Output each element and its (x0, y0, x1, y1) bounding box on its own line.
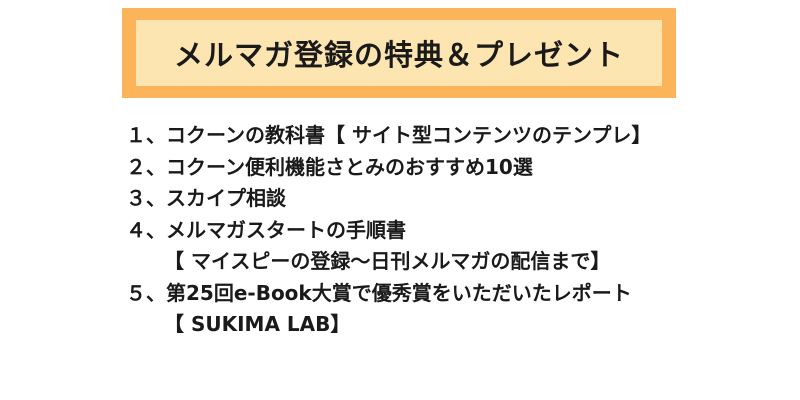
list-item-4: ４、メルマガスタートの手順書 (126, 217, 406, 242)
list-item-1: １、コクーンの教科書【 サイト型コンテンツのテンプレ】 (126, 123, 652, 147)
list-item-2: ２、コクーン便利機能さとみのおすすめ10選 (126, 154, 533, 179)
list-item-3: ３、スカイプ相談 (126, 186, 286, 210)
list-item-5: ５、第25回e-Book大賞で優秀賞をいただいたレポート (126, 280, 632, 305)
title-banner: メルマガ登録の特典＆プレゼント (122, 8, 676, 98)
list-item-5-detail: 【 SUKIMA LAB】 (164, 312, 351, 336)
benefit-list: １、コクーンの教科書【 サイト型コンテンツのテンプレ】 ２、コクーン便利機能さと… (126, 120, 786, 341)
list-item-4-detail: 【 マイスピーの登録～日刊メルマガの配信まで】 (164, 249, 611, 273)
banner-title: メルマガ登録の特典＆プレゼント (173, 38, 624, 72)
title-banner-inner: メルマガ登録の特典＆プレゼント (136, 20, 662, 86)
